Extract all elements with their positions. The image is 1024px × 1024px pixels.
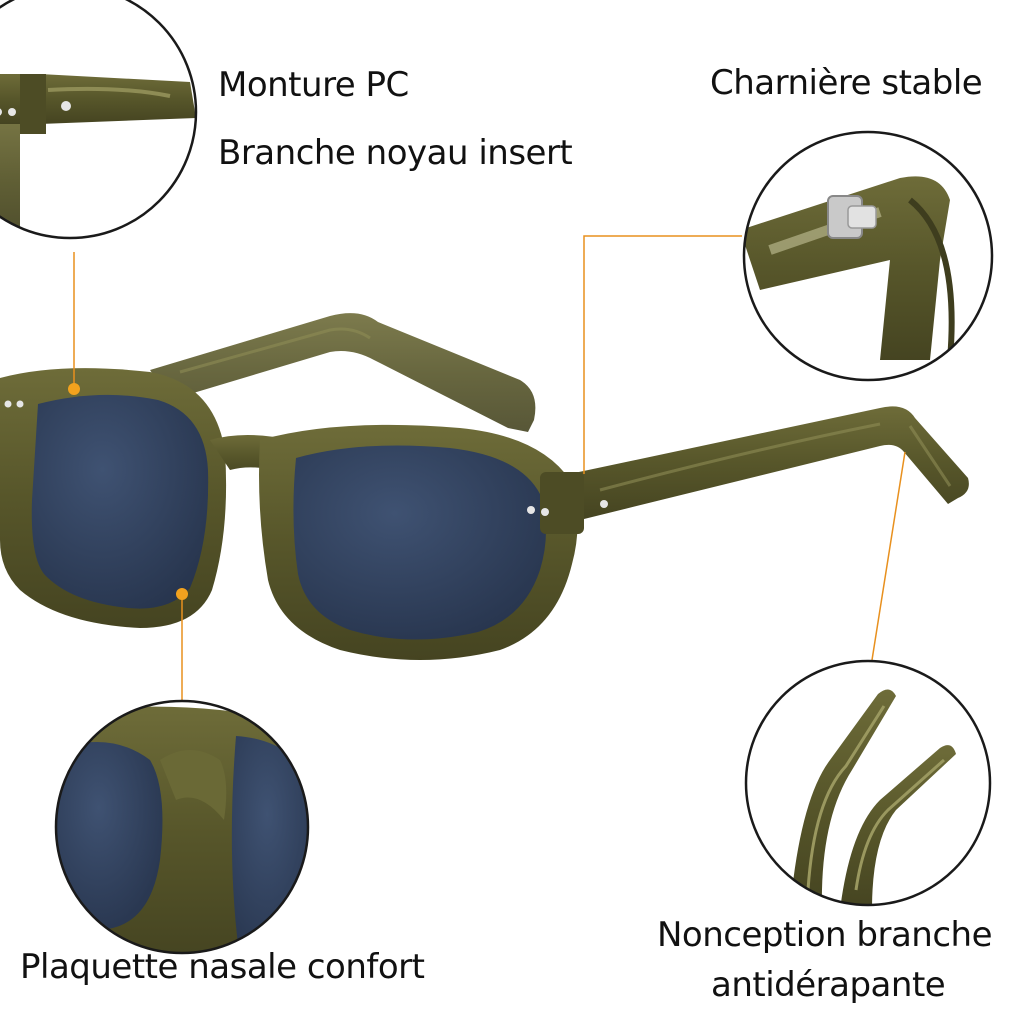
detail-circle-nose-pad <box>54 699 310 955</box>
label-nose-pad: Plaquette nasale confort <box>20 947 425 987</box>
front-temple <box>560 406 969 520</box>
detail-circle-temple-tips <box>744 659 992 907</box>
callout-lines <box>73 235 906 700</box>
callout-dot-frame <box>68 383 80 395</box>
back-temple <box>150 313 536 432</box>
label-temple-tip-line1: Nonception branche <box>657 915 993 955</box>
label-temple-core: Branche noyau insert <box>218 133 573 173</box>
label-hinge: Charnière stable <box>710 63 983 103</box>
left-lens <box>31 394 209 609</box>
label-temple-tip-line2: antidérapante <box>711 965 946 1005</box>
detail-circle-frame <box>0 0 198 240</box>
callout-dot-nose <box>176 588 188 600</box>
sunglasses <box>0 313 969 660</box>
right-lens <box>293 445 546 640</box>
detail-circle-hinge <box>742 130 994 382</box>
label-frame-material: Monture PC <box>218 65 409 105</box>
